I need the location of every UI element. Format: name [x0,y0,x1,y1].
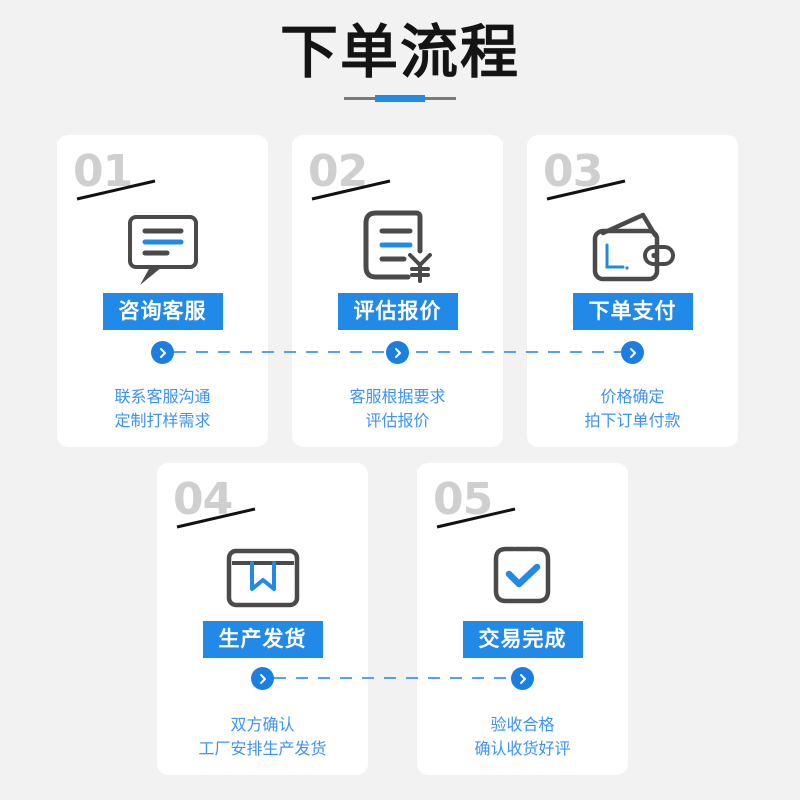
step-desc-line2: 确认收货好评 [474,739,571,758]
step-number-04: 04 [173,477,277,539]
step-number-slash [545,179,629,201]
step-badge-04[interactable]: 生产发货 [202,621,323,658]
page-title: 下单流程 [279,18,520,86]
step-desc-line1: 客服根据要求 [349,387,446,406]
step-desc-line1: 双方确认 [230,715,295,734]
step-description-01: 联系客服沟通 定制打样需求 [57,385,268,433]
step-number-02: 02 [308,149,412,211]
step-desc-line1: 价格确定 [600,387,665,406]
step-number-01: 01 [73,149,177,211]
chevron-right-icon [621,341,644,364]
step-card-04[interactable]: 04 生产发货 双方确认 工厂安排生产发货 [157,463,368,775]
step-description-03: 价格确定 拍下订单付款 [527,385,738,433]
step-card-03[interactable]: 03 下单支付 价格确定 拍下订单付款 [527,135,738,447]
step-desc-line2: 拍下订单付款 [584,411,681,430]
package-box-icon [157,528,368,628]
chevron-right-icon [251,667,274,690]
step-desc-line2: 定制打样需求 [114,411,211,430]
step-badge-02[interactable]: 评估报价 [337,293,458,330]
invoice-yen-icon [292,200,503,300]
page-header: 下单流程 [0,18,800,102]
step-number-05: 05 [433,477,537,539]
step-desc-line2: 工厂安排生产发货 [198,739,327,758]
step-number-slash [435,507,519,529]
step-badge-01[interactable]: 咨询客服 [102,293,223,330]
step-number-slash [175,507,259,529]
connector-line-row2 [252,677,532,679]
title-underline [344,94,456,102]
step-badge-03[interactable]: 下单支付 [572,293,693,330]
step-number-slash [310,179,394,201]
chevron-right-icon [386,341,409,364]
chevron-right-icon [151,341,174,364]
step-card-02[interactable]: 02 评估报价 客服根据要求 评估报 [292,135,503,447]
step-description-04: 双方确认 工厂安排生产发货 [157,713,368,761]
title-underline-blue [375,95,425,102]
step-description-02: 客服根据要求 评估报价 [292,385,503,433]
step-badge-05[interactable]: 交易完成 [462,621,583,658]
checkbox-check-icon [417,528,628,628]
wallet-icon [527,200,738,300]
chevron-right-icon [511,667,534,690]
step-number-03: 03 [543,149,647,211]
step-description-05: 验收合格 确认收货好评 [417,713,628,761]
step-card-01[interactable]: 01 咨询客服 联系客服沟通 定制打样需求 [57,135,268,447]
step-number-slash [75,179,159,201]
step-desc-line1: 联系客服沟通 [114,387,211,406]
step-desc-line2: 评估报价 [365,411,430,430]
chat-bubble-icon [57,200,268,300]
step-card-05[interactable]: 05 交易完成 验收合格 确认收货好评 [417,463,628,775]
step-desc-line1: 验收合格 [490,715,555,734]
